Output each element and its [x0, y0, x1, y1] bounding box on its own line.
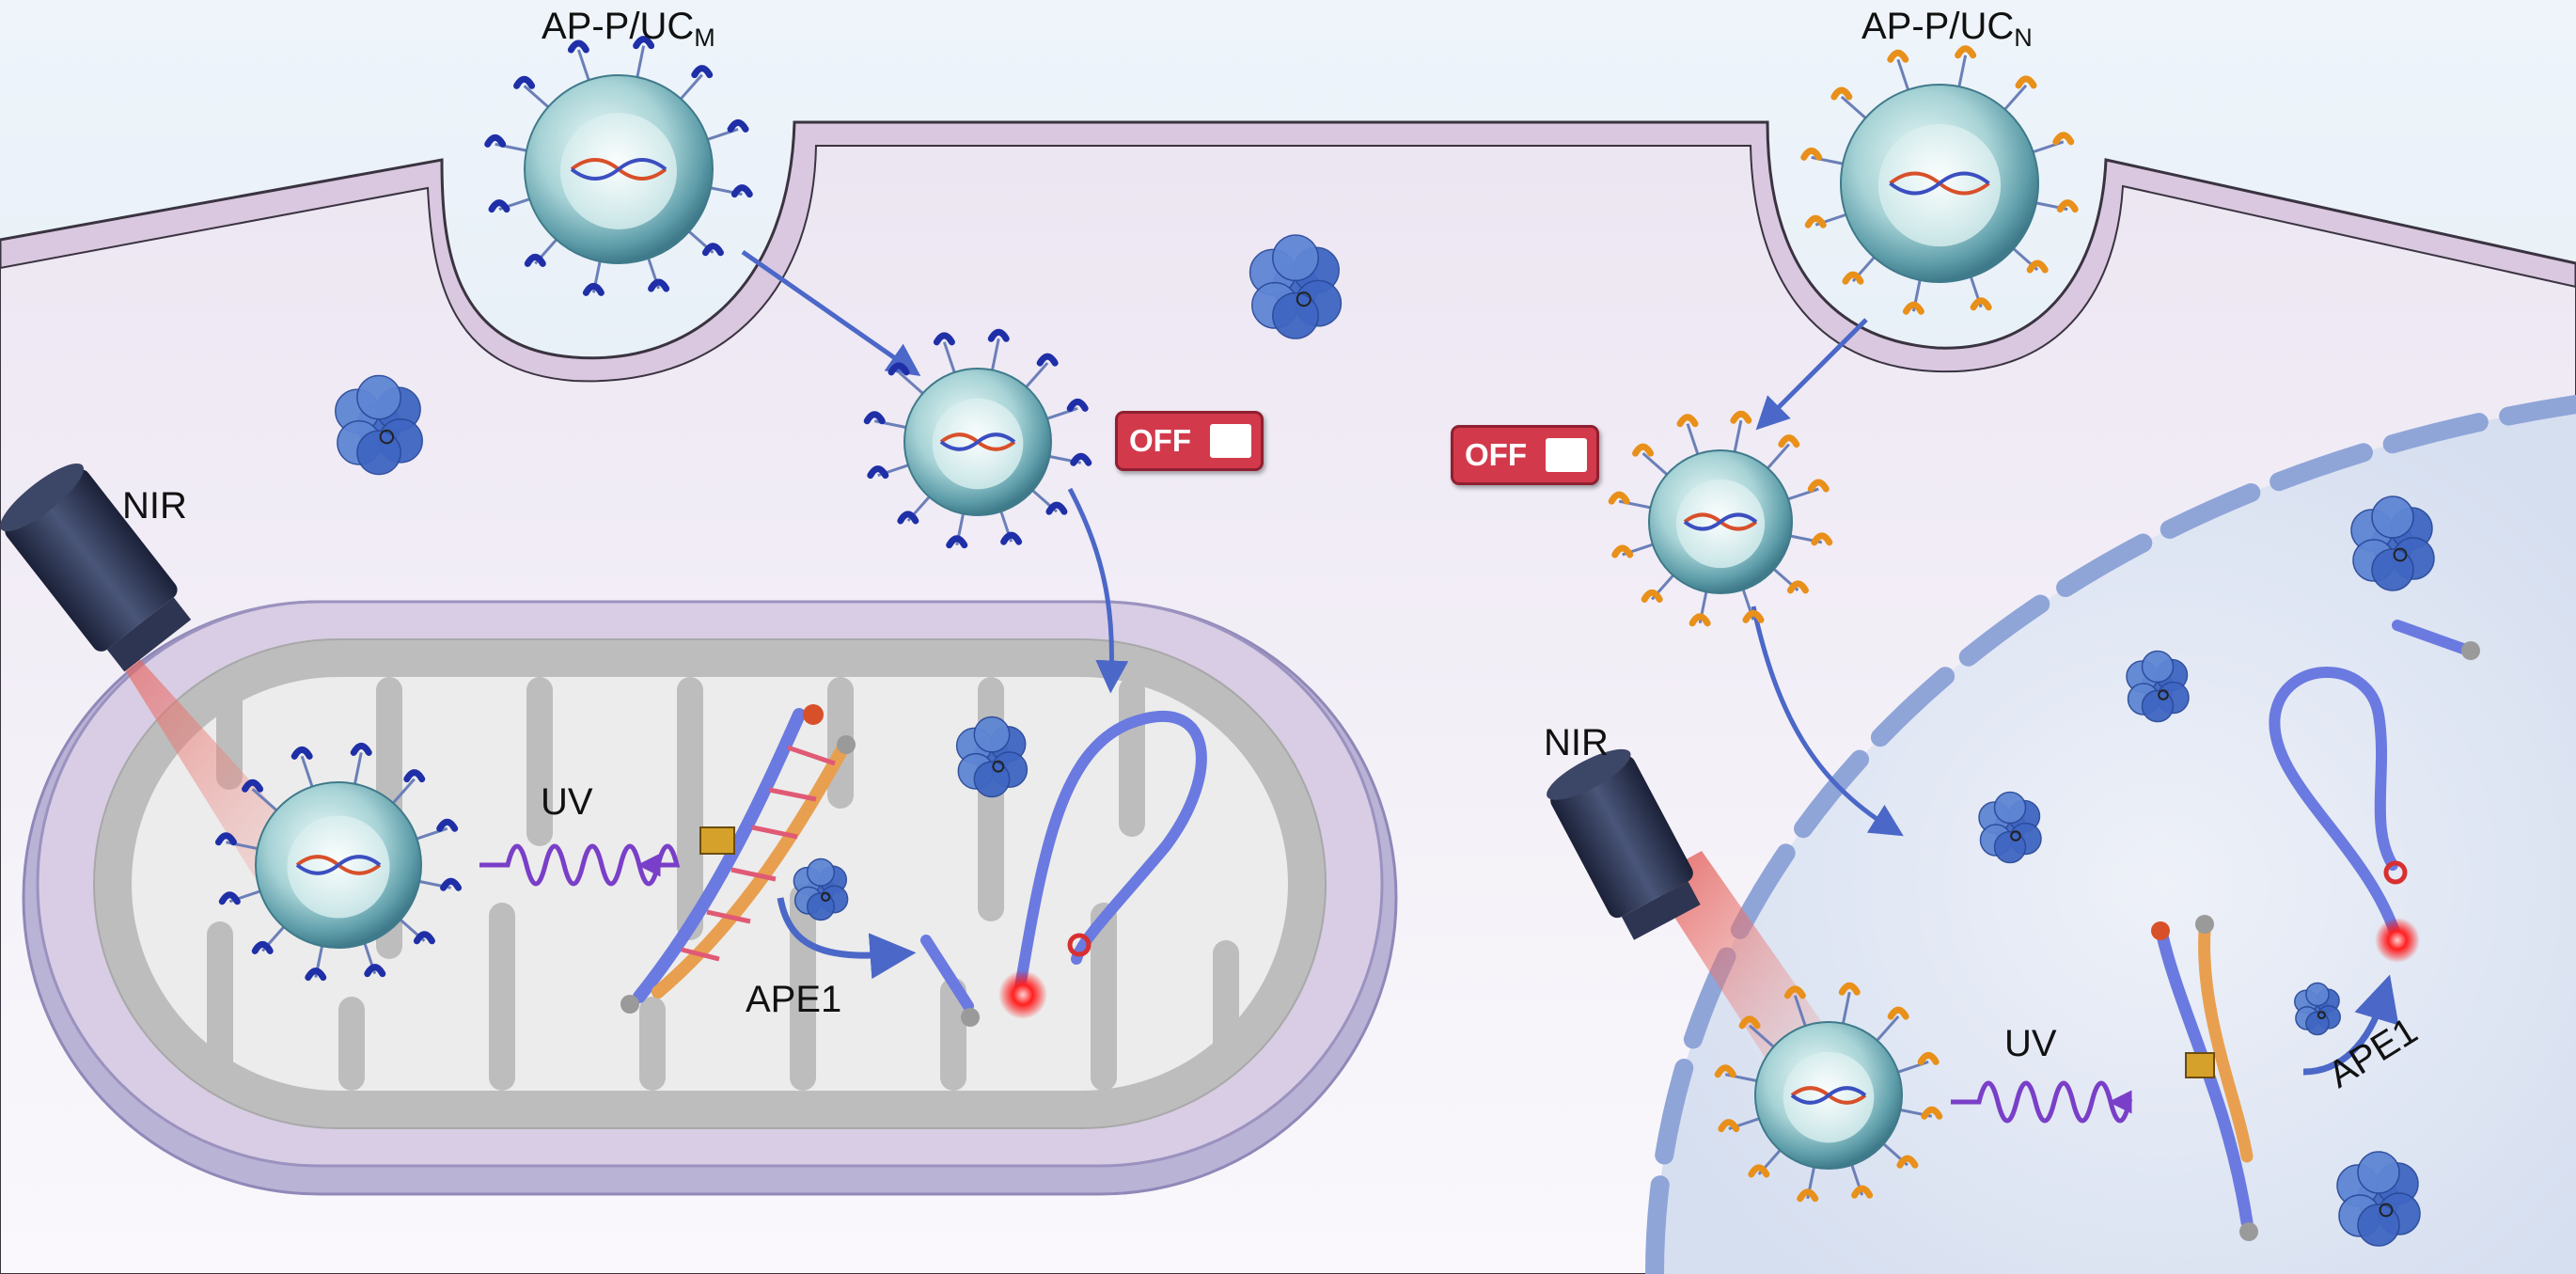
ape1-arrow-left	[777, 897, 917, 980]
particle-label-n-sub: N	[2014, 24, 2033, 52]
dna-hairpin-left	[1014, 710, 1207, 993]
arrow-to-mitochondria	[1067, 487, 1129, 694]
ape1-protein-icon	[2336, 1151, 2421, 1247]
off-switch-right-knob	[1546, 438, 1587, 472]
dna-fragment-left	[920, 935, 974, 1012]
dna-hairpin-right	[2269, 667, 2403, 946]
upconversion-nanoparticle-icon	[214, 743, 463, 982]
uv-wave-left	[479, 843, 681, 887]
nuclear-envelope	[1645, 395, 2576, 1274]
arrow-to-nucleus	[1751, 606, 1904, 837]
dna-duplex-right-strand-b	[2198, 924, 2254, 1163]
arrow-endocytosis-left	[741, 249, 921, 377]
ape1-protein-icon	[2126, 650, 2190, 723]
upconversion-nanoparticle-icon	[484, 36, 753, 296]
particle-label-n: AP-P/UCN	[1861, 8, 2033, 51]
dna-fragment-right	[2392, 620, 2469, 654]
ape1-arrow-right	[2302, 974, 2399, 1076]
photo-cleavable-linker-right	[2185, 1052, 2215, 1078]
ape1-protein-icon	[1978, 791, 2042, 864]
ape1-protein-icon	[2294, 982, 2341, 1036]
dna-probe-icon	[620, 620, 2480, 1241]
particle-label-m: AP-P/UCM	[542, 8, 715, 51]
upconversion-nanoparticle-icon	[863, 328, 1092, 549]
ape1-protein-icon	[955, 716, 1029, 798]
particle-label-n-text: AP-P/UC	[1861, 6, 2015, 47]
uv-wave-icon	[479, 843, 2133, 1124]
uv-label-left: UV	[541, 781, 593, 823]
ape1-protein-icon	[1249, 234, 1343, 339]
nir-label-left: NIR	[122, 485, 187, 527]
off-switch-left: OFF	[1115, 411, 1264, 471]
ape1-protein-icon	[2350, 495, 2435, 591]
ape1-label-left: APE1	[746, 979, 842, 1020]
upconversion-nanoparticle-icon	[1714, 982, 1943, 1203]
nir-label-right: NIR	[1544, 722, 1609, 763]
off-switch-left-label: OFF	[1129, 423, 1191, 458]
uv-wave-right	[1951, 1080, 2133, 1124]
uv-label-right: UV	[2004, 1023, 2057, 1064]
ape1-proteins	[335, 234, 2435, 1247]
off-switch-right-label: OFF	[1465, 437, 1527, 472]
ape1-protein-icon	[793, 857, 849, 921]
ape1-protein-icon	[335, 374, 423, 476]
upconversion-nanoparticle-icon	[1608, 410, 1833, 627]
off-switch-right: OFF	[1451, 425, 1599, 485]
fluor-signal-left	[998, 970, 1047, 1019]
fluor-signal-right	[2375, 918, 2420, 963]
arrow-endocytosis-right	[1755, 318, 1868, 431]
nanoparticles	[214, 36, 2079, 1203]
photo-cleavable-linker-left	[699, 826, 735, 855]
particle-label-m-text: AP-P/UC	[542, 6, 695, 47]
particle-label-m-sub: M	[694, 24, 715, 52]
upconversion-nanoparticle-icon	[1800, 45, 2079, 315]
pathway-arrows	[741, 249, 2399, 1076]
dna-duplex-left-strand-b	[652, 736, 853, 999]
off-switch-left-knob	[1210, 424, 1251, 458]
